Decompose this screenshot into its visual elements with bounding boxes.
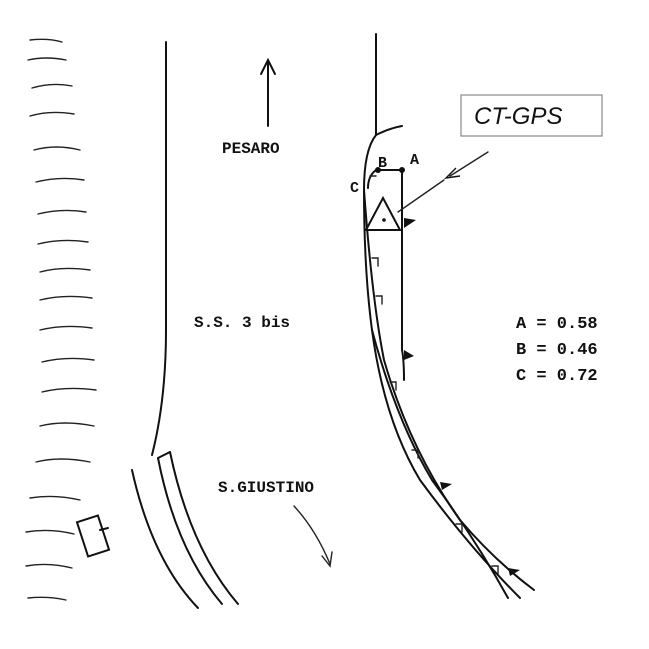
legend-row-a: A = 0.58 [516,315,598,334]
label-north-town: PESARO [222,140,280,158]
point-a-dot [399,167,405,173]
label-south-town: S.GIUSTINO [218,479,314,497]
reflector-posts [404,218,520,576]
point-label-b: B [378,155,387,172]
device-callout: CT-GPS [460,94,603,137]
point-b-dot [375,167,381,173]
point-label-a: A [410,152,419,169]
building [75,514,111,558]
road-left-edge [151,41,167,456]
device-name: CT-GPS [474,103,562,130]
measurement-zone [367,169,405,381]
legend-row-c: C = 0.72 [516,367,598,386]
arrow-up-icon [260,57,276,127]
road-ticks [369,175,499,575]
point-label-c: C [350,180,359,197]
gps-leader-arrow [397,151,489,213]
legend-row-b: B = 0.46 [516,341,598,360]
arrow-down-curved-icon [293,505,333,568]
left-hatching [25,38,97,601]
label-road: S.S. 3 bis [194,314,290,332]
legend: A = 0.58 B = 0.46 C = 0.72 [516,315,598,386]
triangle-marker-icon [364,195,402,231]
left-lower-lanes [131,451,239,609]
road-right-edges [362,33,535,599]
